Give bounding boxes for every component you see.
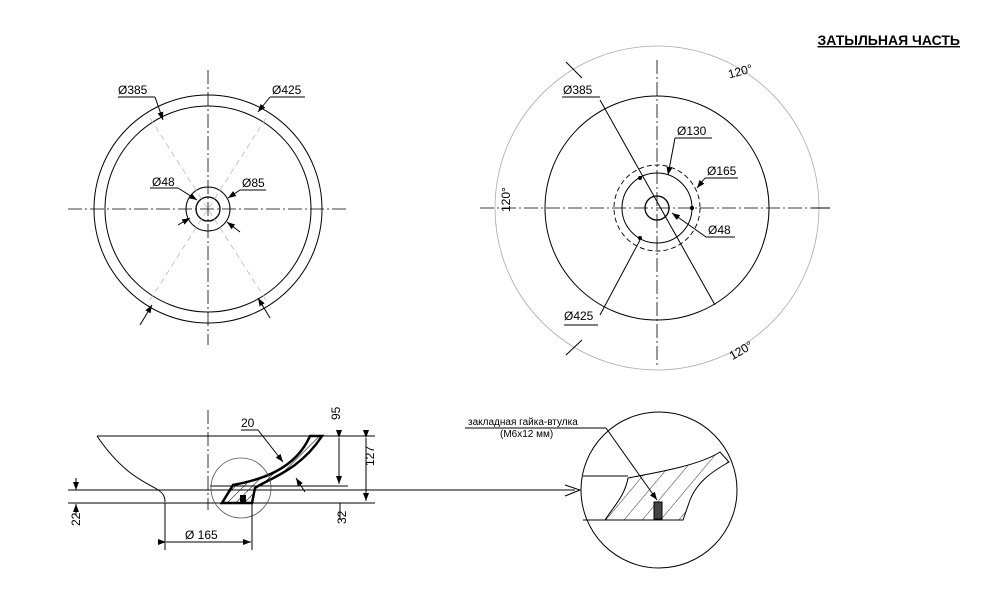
angle-left: 120° xyxy=(499,187,513,212)
dim-32: 32 xyxy=(335,510,349,524)
dim-d165: Ø165 xyxy=(707,164,737,178)
inner-bowl-circle xyxy=(104,105,312,313)
dim-d130: Ø130 xyxy=(677,124,707,138)
dim-d48: Ø48 xyxy=(708,223,731,237)
angle-bottom: 120° xyxy=(727,338,756,363)
dim-wall: 20 xyxy=(241,416,255,430)
dim-d48: Ø48 xyxy=(152,175,175,189)
back-view: Ø385 Ø130 Ø165 Ø48 Ø425 120° 120° 120° xyxy=(480,45,830,371)
top-view: Ø385 Ø425 Ø48 Ø85 xyxy=(68,70,348,345)
detail-note-spec: (М6х12 мм) xyxy=(500,429,553,440)
section-view: 20 95 127 32 22 Ø 165 xyxy=(68,406,575,550)
dim-d85: Ø85 xyxy=(242,176,265,190)
dim-127: 127 xyxy=(363,446,377,466)
dim-d385: Ø385 xyxy=(118,83,148,97)
dim-d425: Ø425 xyxy=(272,83,302,97)
detail-note: закладная гайка-втулка xyxy=(468,417,578,428)
angle-top: 120° xyxy=(727,61,755,81)
outer-rim-circle xyxy=(93,94,323,324)
dim-rim: 95 xyxy=(329,406,343,420)
dim-d385: Ø385 xyxy=(563,83,593,97)
drawing-title: ЗАТЫЛЬНАЯ ЧАСТЬ xyxy=(818,32,960,48)
dim-22: 22 xyxy=(69,512,83,526)
dim-d165: Ø 165 xyxy=(185,528,218,542)
detail-view: закладная гайка-втулка (М6х12 мм) xyxy=(465,411,738,569)
dim-d425: Ø425 xyxy=(564,309,594,323)
